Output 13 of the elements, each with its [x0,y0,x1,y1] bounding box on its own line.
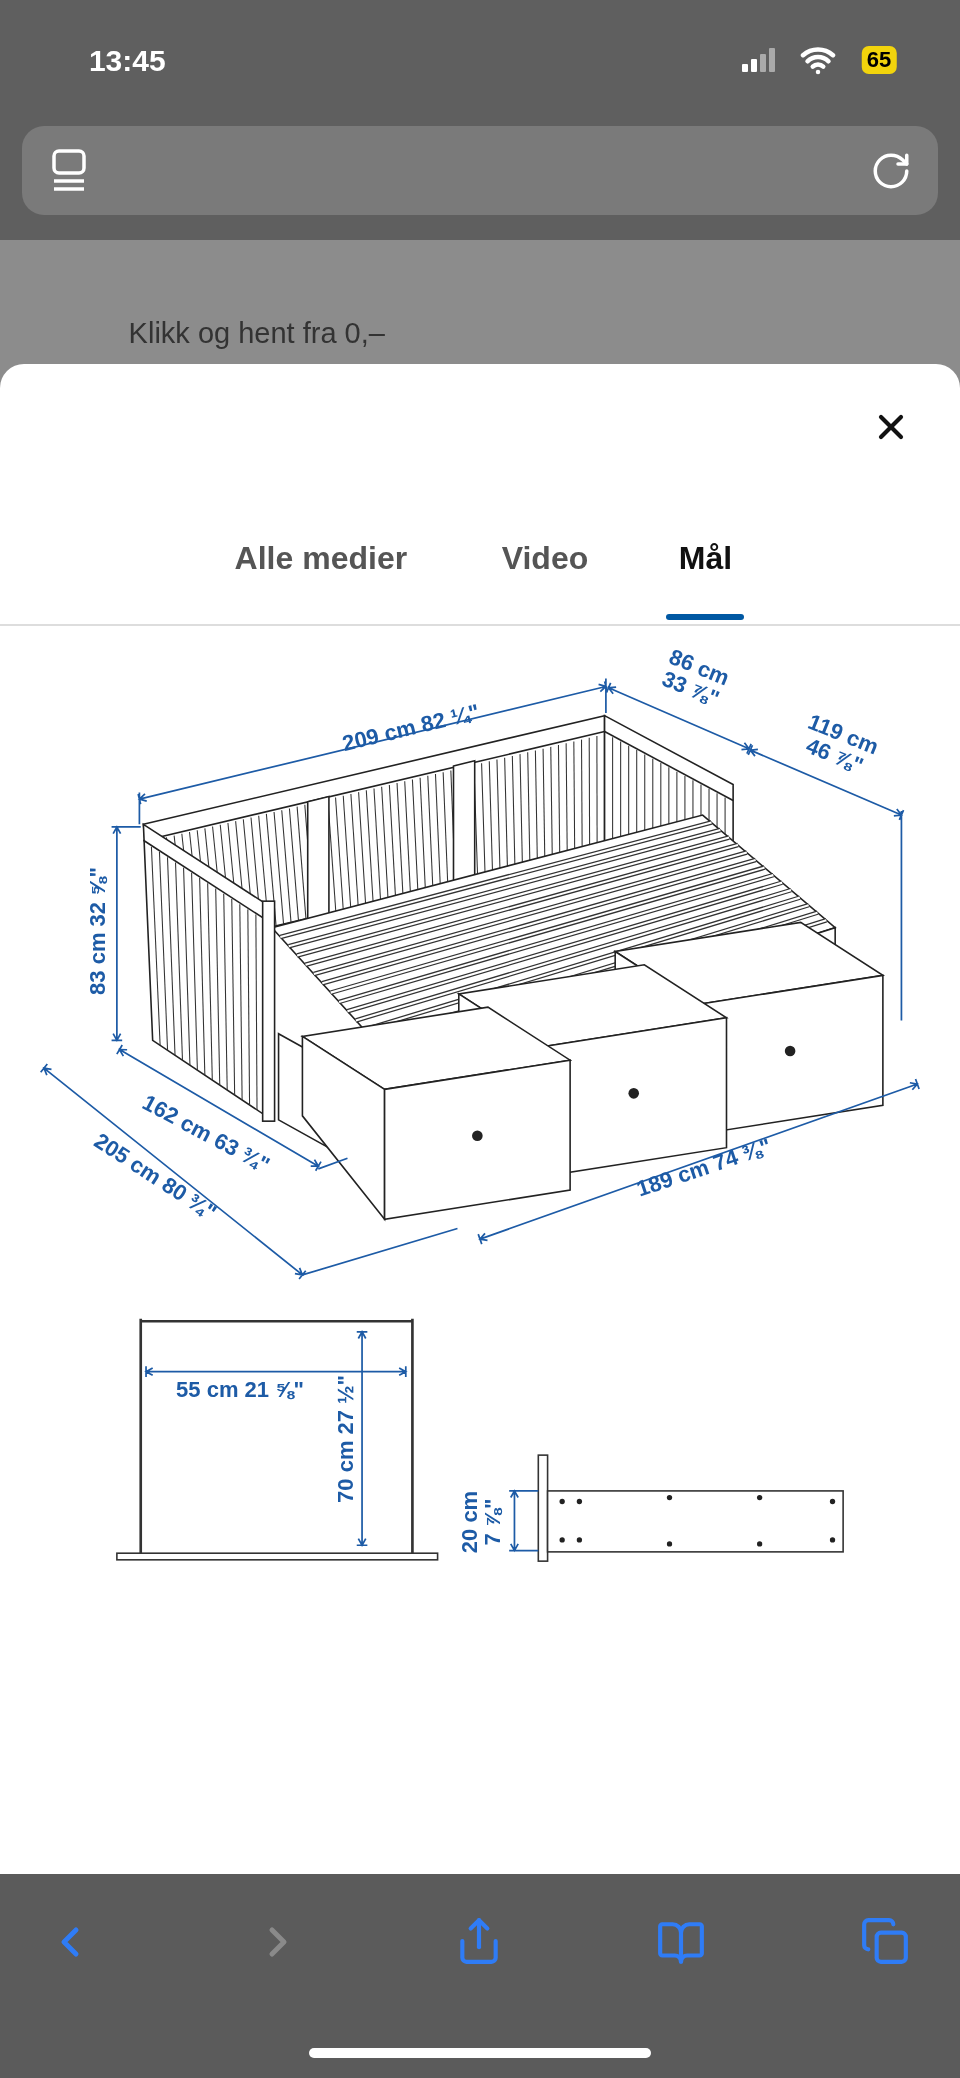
dimension-label: 86 cm 33 ⅞" [657,642,734,713]
battery-indicator: 65 [861,45,897,74]
promo-text: Klikk og hent fra 0,– [128,316,385,352]
status-time: 13:45 [88,42,166,79]
dimension-label: 55 cm 21 ⅝" [176,1378,304,1401]
dimension-label: 189 cm 74 ⅜" [634,1135,774,1201]
tab: Alle medier [234,534,408,583]
dimension-label: 20 cm 7 ⅞" [458,1490,505,1556]
dimension-label: 70 cm 27 ½" [335,1374,358,1503]
tab-selected: Mål [678,534,733,583]
dimension-label: 83 cm 32 ⅝" [87,866,110,995]
tab: Video [501,534,589,583]
dimension-label: 119 cm 46 ⅞" [801,708,884,781]
